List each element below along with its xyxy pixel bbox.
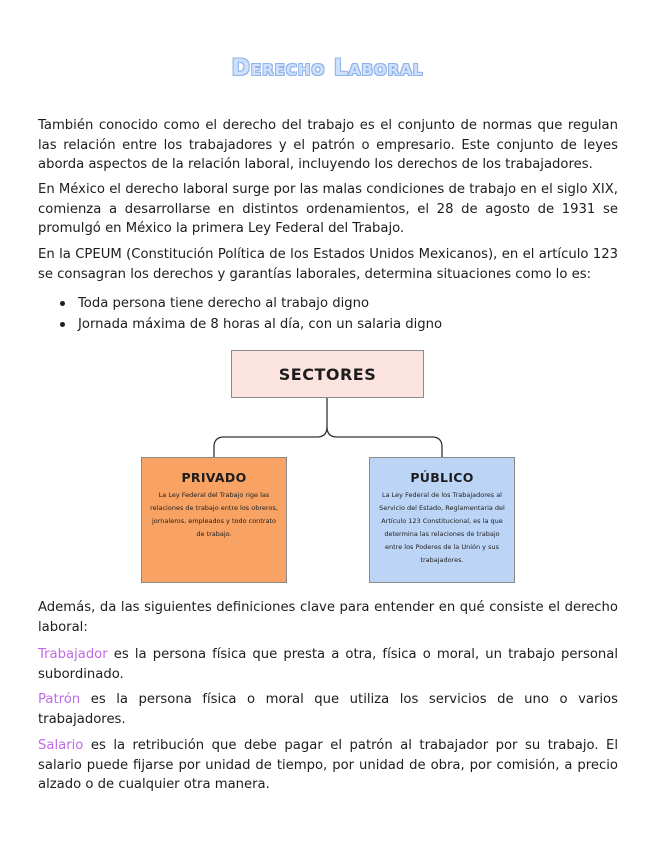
constitution-paragraph: En la CPEUM (Constitución Política de lo… xyxy=(38,247,618,282)
definition-text: es la persona física que presta a otra, … xyxy=(38,647,618,682)
definition-trabajador: Trabajador es la persona física que pres… xyxy=(38,645,618,684)
history-paragraph: En México el derecho laboral surge por l… xyxy=(38,182,618,237)
term-patron: Patrón xyxy=(38,692,81,707)
publico-box: PÚBLICO La Ley Federal de los Trabajador… xyxy=(369,457,515,583)
definitions-intro: Además, da las siguientes definiciones c… xyxy=(38,600,618,635)
definition-text: es la persona física o moral que utiliza… xyxy=(38,692,618,727)
intro-paragraph: También conocido como el derecho del tra… xyxy=(38,118,618,173)
definition-salario: Salario es la retribución que debe pagar… xyxy=(38,736,618,795)
privado-box: PRIVADO La Ley Federal del Trabajo rige … xyxy=(141,457,287,583)
definition-text: es la retribución que debe pagar el patr… xyxy=(38,738,618,793)
term-trabajador: Trabajador xyxy=(38,647,108,662)
page-title: Derecho Laboral xyxy=(231,56,424,81)
privado-title: PRIVADO xyxy=(181,470,247,485)
rights-list: Toda persona tiene derecho al trabajo di… xyxy=(58,293,618,335)
sectores-node: SECTORES xyxy=(231,350,424,398)
publico-title: PÚBLICO xyxy=(410,470,474,485)
term-salario: Salario xyxy=(38,738,84,753)
publico-description: La Ley Federal de los Trabajadores al Se… xyxy=(379,491,505,564)
list-item: Toda persona tiene derecho al trabajo di… xyxy=(58,293,618,314)
definition-patron: Patrón es la persona física o moral que … xyxy=(38,690,618,729)
privado-description: La Ley Federal del Trabajo rige las rela… xyxy=(150,491,278,538)
list-item: Jornada máxima de 8 horas al día, con un… xyxy=(58,314,618,335)
